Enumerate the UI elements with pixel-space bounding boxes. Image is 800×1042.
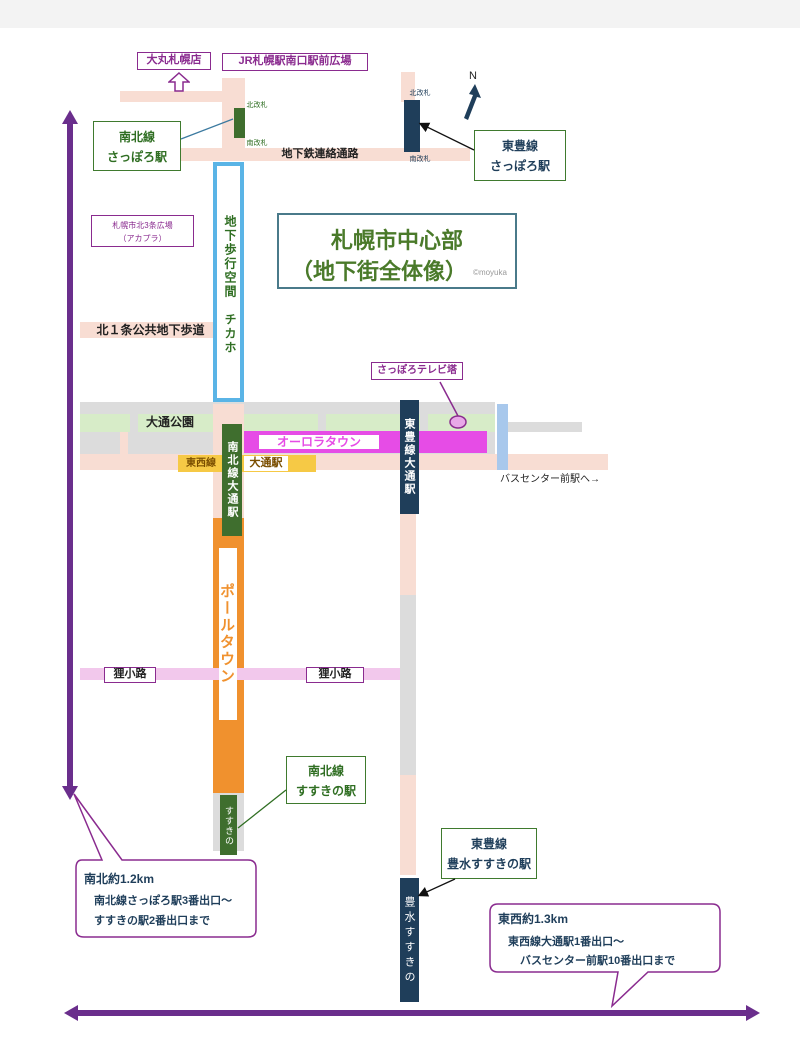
tv-tower-icon <box>439 381 467 429</box>
jr-plaza-label: JR札幌駅南口駅前広場 <box>222 53 368 71</box>
nanboku-odori-station <box>222 424 242 536</box>
ns-distance-line2: すすきの駅2番出口まで <box>94 915 211 927</box>
nanboku-odori-label: 南北線大通駅 <box>226 441 238 519</box>
chikaho-frame <box>213 162 244 402</box>
corridor-jr-plaza <box>222 78 245 158</box>
ns-distance-line1: 南北線さっぽろ駅3番出口～ <box>94 895 233 907</box>
susukino-station <box>220 795 237 855</box>
tozai-line-label: 東西線 <box>186 458 216 469</box>
ns-distance-title: 南北約1.2km <box>84 872 155 886</box>
callout-nanboku-sapporo-line2: さっぽろ駅 <box>106 150 167 164</box>
toho-sapporo-station <box>404 100 420 152</box>
hosui-susukino-label: 豊水すすきの <box>403 896 415 986</box>
callout-nanboku-sapporo <box>93 121 181 171</box>
tanuki-koji-right-label: 狸小路 <box>306 667 364 683</box>
title-box <box>277 213 517 289</box>
title-credit: ©moyuka <box>473 268 507 277</box>
bus-center-blue-strip <box>497 404 508 470</box>
top-band <box>0 0 800 28</box>
daimaru-up-arrow <box>168 72 190 92</box>
corridor-east-grey <box>500 422 582 432</box>
akapla-sub-label: （アカプラ） <box>118 234 167 243</box>
ew-distance-line1: 東西線大通駅1番出口～ <box>508 936 625 948</box>
callout-nanboku-susukino-line2: すすきの駅 <box>295 784 356 798</box>
title-line1: 札幌市中心部 <box>330 228 463 253</box>
odori-park-label: 大通公園 <box>145 415 194 429</box>
ew-distance-title: 東西約1.3km <box>498 912 569 926</box>
kita1jo-label: 北１条公共地下歩道 <box>96 323 205 337</box>
hosui-susukino-station <box>400 878 419 1002</box>
south-gate-1: 南改札 <box>246 140 268 147</box>
odori-band <box>80 402 495 414</box>
ew-distance-line2: バスセンター前駅10番出口まで <box>520 955 676 967</box>
callout-nanboku-sapporo-line1: 南北線 <box>118 130 155 144</box>
corridor-toho-south <box>400 775 416 875</box>
toho-odori-station <box>400 400 419 514</box>
north-label: N <box>469 70 477 82</box>
north-gate-1: 北改札 <box>246 102 268 109</box>
odori-park-strip <box>80 414 495 432</box>
tv-tower-label: さっぽろテレビ塔 <box>371 362 463 380</box>
corridor-toho-grey <box>400 595 416 775</box>
callout-toho-sapporo-line2: さっぽろ駅 <box>489 159 550 173</box>
odori-park-break-3 <box>420 414 428 432</box>
callout-nanboku-susukino-line1: 南北線 <box>307 764 344 778</box>
subway-connection-label: 地下鉄連絡通路 <box>281 148 359 160</box>
north-arrow-icon <box>464 84 481 120</box>
pole-town-label: ポールタウン <box>218 548 237 720</box>
odori-park-break-2 <box>318 414 326 432</box>
tanuki-koji-left-label: 狸小路 <box>104 667 156 683</box>
title-line2: （地下街全体像） <box>290 259 467 284</box>
corridor-daimaru <box>120 91 245 102</box>
ns-distance-bubble <box>73 793 257 938</box>
tozai-odori-label: 大通駅 <box>244 456 288 471</box>
south-gate-2: 南改札 <box>409 156 431 163</box>
corridor-subway-connection <box>125 148 470 161</box>
callout-toho-hosui-line2: 豊水すすきの駅 <box>446 857 531 871</box>
odori-park-break-1 <box>130 414 138 432</box>
ew-distance-bubble <box>489 903 721 1009</box>
callout-toho-sapporo-line1: 東豊線 <box>501 139 538 153</box>
callout-toho-hosui <box>441 828 537 879</box>
callout-toho-sapporo <box>474 130 566 181</box>
north-gate-2: 北改札 <box>409 90 431 97</box>
akapla-box <box>91 215 194 247</box>
daimaru-label: 大丸札幌店 <box>137 52 211 70</box>
akapla-label: 札幌市北3条広場 <box>112 221 173 230</box>
chikaho-label: 地下歩行空間 チカホ <box>223 215 237 355</box>
corridor-kita1jo <box>80 322 215 338</box>
susukino-station-label: すすきの <box>224 806 234 846</box>
toho-odori-label: 東豊線大通駅 <box>403 418 415 496</box>
callout-nanboku-susukino <box>286 756 366 804</box>
bus-center-label: バスセンター前駅へ→ <box>500 474 600 485</box>
callout-toho-hosui-line1: 東豊線 <box>470 837 507 851</box>
aurora-town-label: オーロラタウン <box>258 434 380 450</box>
odori-grey-left <box>120 432 128 454</box>
nanboku-sapporo-station <box>234 108 245 138</box>
corridor-toho-sapporo <box>401 72 415 102</box>
